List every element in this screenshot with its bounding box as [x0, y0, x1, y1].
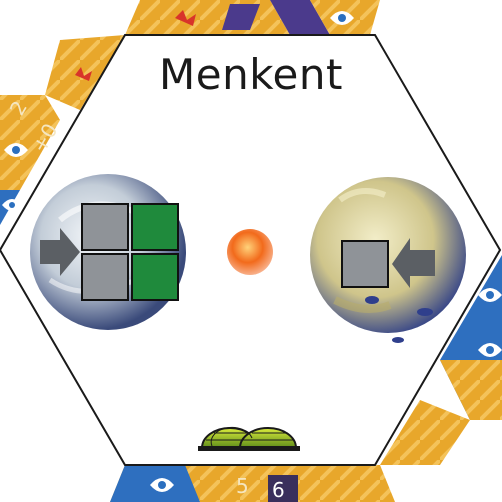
star-icon	[227, 229, 273, 275]
border-tile-number: 5	[236, 474, 249, 498]
tech-slot[interactable]	[131, 203, 179, 251]
neighbor-tiles-right	[380, 255, 502, 465]
neighbor-tiles-left	[0, 35, 125, 225]
tech-slot[interactable]	[341, 240, 389, 288]
neighbor-tiles-bottom	[110, 465, 395, 502]
tech-slot[interactable]	[81, 203, 129, 251]
tech-slots-desert-world	[341, 240, 389, 288]
border-tile-number: 6	[272, 478, 285, 502]
neighbor-tiles-top	[125, 0, 380, 35]
system-name: Menkent	[159, 50, 343, 99]
tech-slot[interactable]	[131, 253, 179, 301]
tech-slot[interactable]	[81, 253, 129, 301]
arrow-icon-left-planet	[40, 228, 80, 276]
arrow-icon-right-planet	[392, 238, 435, 288]
colony-domes-icon	[198, 426, 300, 451]
tech-slots-ice-world	[81, 203, 179, 301]
